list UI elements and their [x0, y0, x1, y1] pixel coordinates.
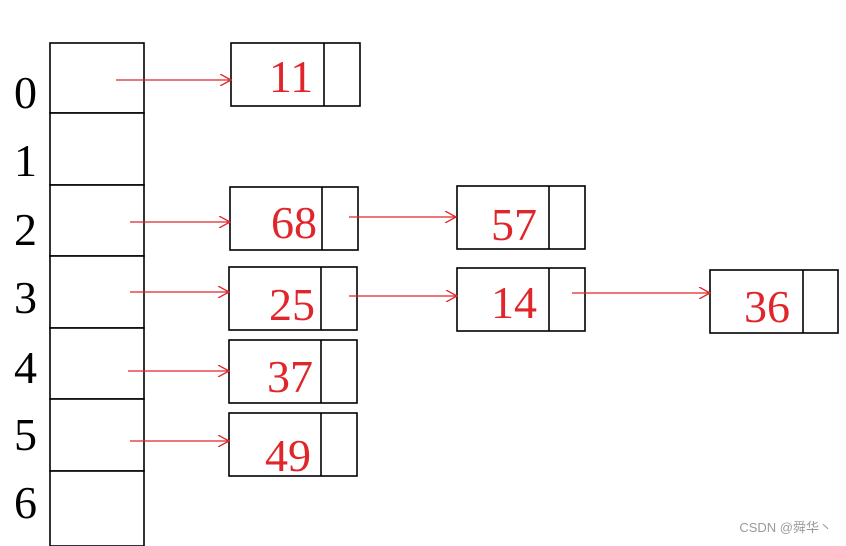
node-box: [230, 42, 361, 107]
bucket-array: [49, 42, 145, 546]
index-label: 3: [14, 272, 37, 323]
node-68: 68: [229, 186, 359, 251]
bucket-3: [49, 255, 145, 329]
index-label: 5: [14, 409, 37, 460]
bucket-indices: 0 1 2 3 4 5 6: [14, 67, 37, 528]
node-box: [229, 186, 359, 251]
node-box: [228, 266, 358, 331]
bucket-5: [49, 398, 145, 472]
node-37: 37: [228, 339, 358, 404]
node-36: 36: [709, 269, 839, 334]
node-57: 57: [456, 185, 586, 250]
index-label: 0: [14, 67, 37, 118]
node-box: [456, 185, 586, 250]
node-value: 11: [269, 51, 313, 102]
index-label: 4: [14, 342, 37, 393]
node-value: 14: [491, 277, 537, 328]
index-label: 1: [14, 135, 37, 186]
node-value: 57: [491, 199, 537, 250]
node-value: 49: [265, 430, 311, 481]
node-box: [228, 412, 358, 477]
node-14: 14: [456, 267, 586, 332]
node-value: 25: [269, 279, 315, 330]
bucket-2: [49, 184, 145, 257]
bucket-0: [49, 42, 145, 114]
index-label: 2: [14, 204, 37, 255]
bucket-1: [49, 112, 145, 186]
bucket-6: [49, 470, 145, 546]
node-49: 49: [228, 412, 358, 481]
node-11: 11: [230, 42, 361, 107]
node-25: 25: [228, 266, 358, 331]
node-value: 36: [744, 281, 790, 332]
node-value: 37: [267, 351, 313, 402]
watermark: CSDN @舜华丶: [739, 520, 832, 535]
index-label: 6: [14, 477, 37, 528]
bucket-4: [49, 327, 145, 400]
node-value: 68: [271, 197, 317, 248]
node-box: [709, 269, 839, 334]
pointer-arrows: [116, 80, 710, 441]
node-box: [228, 339, 358, 404]
